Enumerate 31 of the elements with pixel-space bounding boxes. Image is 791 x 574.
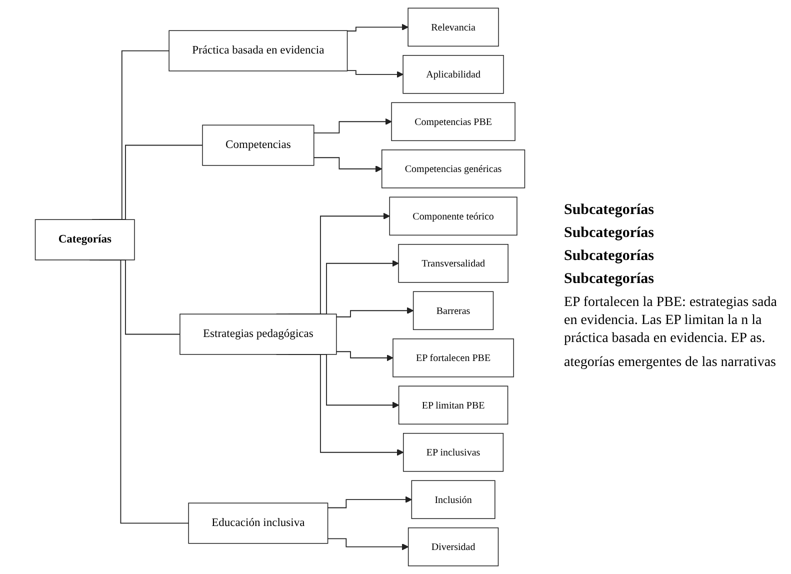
node-box: Componente teórico [389,196,518,236]
section-heading: Subcategorías [564,224,655,242]
node-box: Educación inclusiva [188,502,328,544]
node-box: EP limitan PBE [398,386,508,424]
node-box: Relevancia [408,8,499,47]
arrow [346,70,404,78]
arrow [327,538,409,550]
arrow [336,307,414,318]
node-box: Transversalidad [398,244,508,283]
section-heading: Subcategorías [564,202,655,219]
node-box: EP inclusivas [403,432,504,472]
node-box: Competencias PBE [391,102,516,142]
note-text: ategorías emergentes de las narrativas [564,354,777,372]
note-text: EP fortalecen la PBE: estrategias sada en evidencia. Las EP limitan la n la práctica basada en evidencia. EP as. [564,294,778,348]
arrow [327,496,412,508]
arrow [313,118,392,134]
node-box: Categorías [34,219,135,260]
arrow [346,24,408,32]
node-box: Competencias [202,124,314,166]
section-heading: Subcategorías [564,248,655,265]
node-box: Práctica basada en evidencia [168,30,348,72]
arrow [336,351,394,362]
node-box: Diversidad [408,527,499,566]
node-box: Barreras [412,291,494,330]
node-box: EP fortalecen PBE [392,338,514,378]
node-box: Competencias genéricas [381,150,526,188]
node-box: Inclusión [411,480,496,519]
node-box: Aplicabilidad [402,55,504,94]
node-box: Estrategias pedagógicas [180,314,337,355]
arrow [313,157,382,172]
section-heading: Subcategorías [564,270,655,288]
